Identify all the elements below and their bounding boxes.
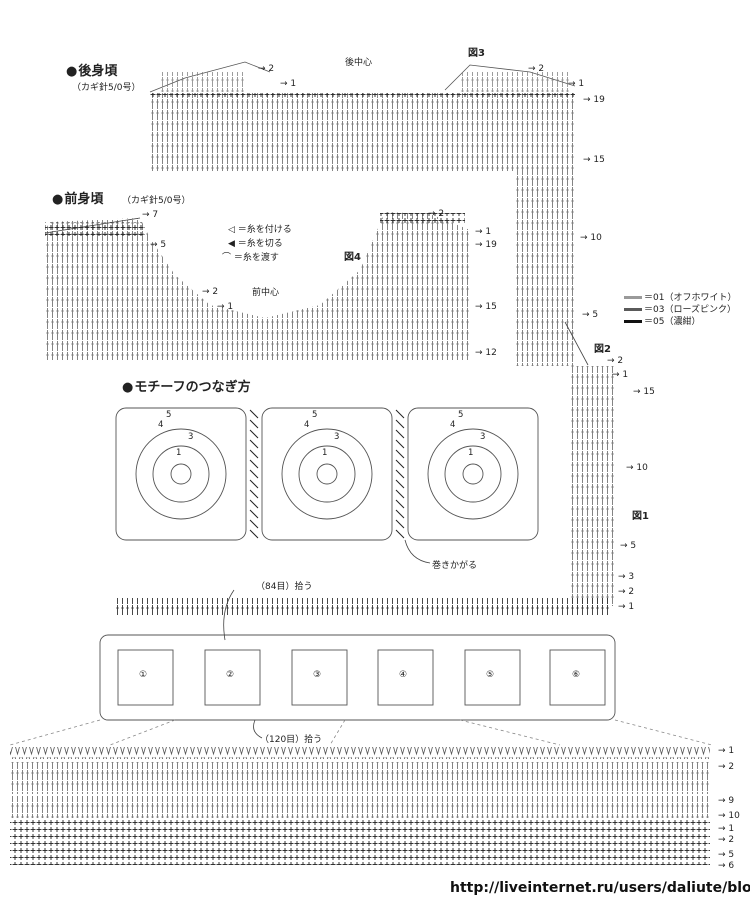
motif-round-label: 1 (176, 448, 182, 458)
motif-number: ⑥ (572, 670, 581, 680)
join-label: 巻きかがる (432, 561, 478, 571)
fig4-label: 図4 (344, 252, 361, 263)
row-label: 9 (718, 796, 734, 806)
source-url: http://liveinternet.ru/users/daliute/blo… (450, 880, 750, 896)
color-legend-item: ＝01（オフホワイト） (624, 290, 736, 303)
motif-round-label: 4 (450, 420, 456, 430)
motif-number: ③ (313, 670, 322, 680)
motif-number: ② (226, 670, 235, 680)
row-label: 2 (258, 64, 274, 74)
symbol-carry: ⌒ ＝糸を渡す (222, 253, 279, 263)
row-label: 1 (618, 602, 634, 612)
color-swatch (624, 308, 642, 311)
color-swatch (624, 320, 642, 323)
motif-round-label: 3 (188, 432, 194, 442)
row-label: 5 (620, 541, 636, 551)
row-label: 7 (142, 210, 158, 220)
color-legend-label: ＝01（オフホワイト） (644, 293, 737, 303)
row-label: 15 (583, 155, 604, 165)
front-center-label: 前中心 (252, 288, 280, 298)
row-label: 10 (718, 811, 739, 821)
color-swatch (624, 296, 642, 299)
row-label: 1 (475, 227, 491, 237)
row-label: 3 (618, 572, 634, 582)
row-label: 2 (607, 356, 623, 366)
motif-round-label: 3 (334, 432, 340, 442)
row-label: 15 (633, 387, 654, 397)
row-label: 2 (718, 835, 734, 845)
row-label: 5 (150, 240, 166, 250)
color-legend-item: ＝05（濃紺） (624, 314, 700, 327)
symbol-attach-text: ＝糸を付ける (237, 225, 292, 235)
motif-round-label: 4 (304, 420, 310, 430)
motif-round-label: 3 (480, 432, 486, 442)
row-label: 12 (475, 348, 496, 358)
row-label: 19 (583, 95, 604, 105)
back-center-label: 後中心 (345, 58, 373, 68)
front-bodice-title: 前身頃 (52, 188, 103, 207)
motif-round-label: 5 (312, 410, 318, 420)
fig2-label: 図2 (594, 344, 611, 355)
row-label: 5 (582, 310, 598, 320)
row-label: 2 (718, 762, 734, 772)
row-label: 5 (718, 850, 734, 860)
pickup-bottom-label: （120目）拾う (260, 735, 323, 745)
motif-round-label: 5 (458, 410, 464, 420)
row-label: 1 (280, 79, 296, 89)
motif-round-label: 1 (322, 448, 328, 458)
front-hook-note: （カギ針5/0号） (122, 196, 191, 206)
color-legend-item: ＝03（ローズピンク） (624, 302, 736, 315)
row-label: 15 (475, 302, 496, 312)
row-label: 10 (626, 463, 647, 473)
row-label: 2 (428, 209, 444, 219)
color-legend-label: ＝03（ローズピンク） (644, 305, 737, 315)
row-label: 1 (217, 302, 233, 312)
motif-round-label: 5 (166, 410, 172, 420)
row-label: 2 (618, 587, 634, 597)
fig3-label: 図3 (468, 48, 485, 59)
back-hook-note: （カギ針5/0号） (72, 83, 141, 93)
row-label: 10 (580, 233, 601, 243)
row-label: 2 (202, 287, 218, 297)
motif-round-label: 4 (158, 420, 164, 430)
symbol-attach: ◁ ＝糸を付ける (228, 225, 292, 235)
back-bodice-title: 後身頃 (66, 60, 117, 79)
row-label: 1 (568, 79, 584, 89)
pickup-top-label: （84目）拾う (256, 582, 313, 592)
row-label: 1 (718, 824, 734, 834)
motif-round-label: 1 (468, 448, 474, 458)
symbol-carry-text: ＝糸を渡す (233, 253, 279, 263)
color-legend-label: ＝05（濃紺） (644, 317, 701, 327)
symbol-cut: ◀ ＝糸を切る (228, 239, 283, 249)
row-label: 6 (718, 861, 734, 871)
row-label: 19 (475, 240, 496, 250)
motif-number: ⑤ (486, 670, 495, 680)
motif-number: ④ (399, 670, 408, 680)
row-label: 1 (718, 746, 734, 756)
motif-number: ① (139, 670, 148, 680)
motif-title: モチーフのつなぎ方 (122, 376, 250, 395)
fig1-label: 図1 (632, 511, 649, 522)
row-label: 1 (612, 370, 628, 380)
row-label: 2 (528, 64, 544, 74)
symbol-cut-text: ＝糸を切る (237, 239, 283, 249)
